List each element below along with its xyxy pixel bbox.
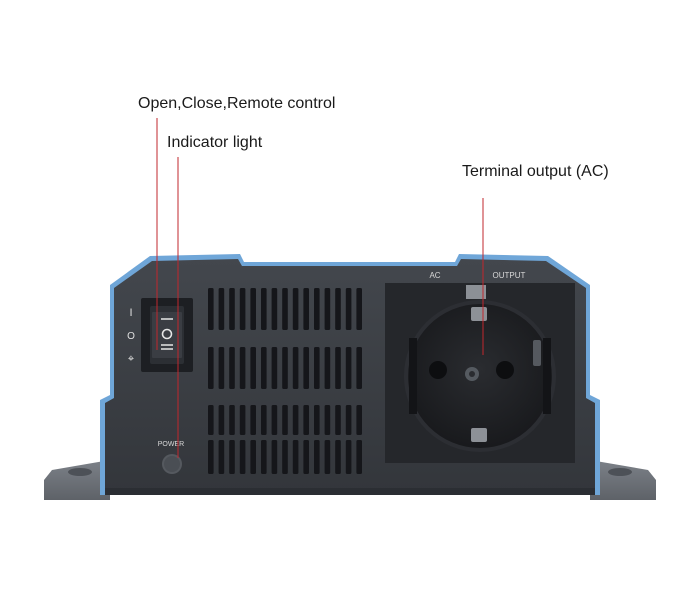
vent-slot bbox=[271, 405, 278, 435]
vent-slot bbox=[271, 440, 278, 474]
vent-slot bbox=[282, 288, 288, 330]
vent-slot bbox=[261, 288, 267, 330]
vent-slot bbox=[282, 440, 288, 474]
vent-slot bbox=[335, 440, 341, 474]
callout-indicator-label: Indicator light bbox=[167, 134, 263, 151]
vent-slot bbox=[261, 347, 267, 389]
ac-socket[interactable] bbox=[404, 300, 556, 452]
vent-slot bbox=[261, 405, 267, 435]
power-indicator-light bbox=[162, 454, 182, 474]
vent-slot bbox=[314, 347, 320, 389]
vent-slot bbox=[292, 347, 299, 389]
vent-slot bbox=[345, 405, 352, 435]
vent-slot bbox=[335, 405, 341, 435]
vent-slot bbox=[229, 347, 235, 389]
vent-slot bbox=[239, 440, 246, 474]
power-label: POWER bbox=[158, 441, 184, 448]
vent-slot bbox=[324, 440, 331, 474]
vent-slot bbox=[324, 288, 331, 330]
right-mounting-foot bbox=[590, 460, 656, 500]
vent-slot bbox=[239, 405, 246, 435]
switch-remote-symbol: ⌖ bbox=[128, 352, 134, 365]
vent-slot bbox=[229, 288, 235, 330]
vent-slot bbox=[250, 440, 256, 474]
vent-slot bbox=[303, 347, 309, 389]
vent-slot bbox=[208, 347, 214, 389]
output-label: OUTPUT bbox=[493, 271, 526, 280]
vent-slot bbox=[303, 405, 309, 435]
ventilation-grille bbox=[208, 288, 362, 474]
vent-slot bbox=[303, 288, 309, 330]
vent-slot bbox=[229, 405, 235, 435]
switch-on-symbol: I bbox=[129, 307, 132, 319]
vent-slot bbox=[292, 440, 299, 474]
rocker-switch[interactable] bbox=[141, 298, 193, 372]
vent-slot bbox=[303, 440, 309, 474]
vent-slot bbox=[324, 405, 331, 435]
vent-slot bbox=[271, 288, 278, 330]
callout-switch-label: Open,Close,Remote control bbox=[138, 95, 336, 112]
vent-slot bbox=[356, 440, 362, 474]
vent-slot bbox=[356, 288, 362, 330]
vent-slot bbox=[261, 440, 267, 474]
vent-slot bbox=[208, 440, 214, 474]
vent-slot bbox=[292, 288, 299, 330]
vent-slot bbox=[345, 347, 352, 389]
vent-slot bbox=[335, 288, 341, 330]
vent-slot bbox=[324, 347, 331, 389]
vent-slot bbox=[356, 405, 362, 435]
vent-slot bbox=[218, 288, 225, 330]
callout-output-label: Terminal output (AC) bbox=[462, 163, 609, 180]
vent-slot bbox=[282, 405, 288, 435]
vent-slot bbox=[239, 347, 246, 389]
vent-slot bbox=[218, 347, 225, 389]
vent-slot bbox=[282, 347, 288, 389]
vent-slot bbox=[271, 347, 278, 389]
vent-slot bbox=[314, 288, 320, 330]
vent-slot bbox=[335, 347, 341, 389]
vent-slot bbox=[208, 405, 214, 435]
vent-slot bbox=[218, 405, 225, 435]
switch-off-symbol: O bbox=[127, 331, 135, 342]
vent-slot bbox=[239, 288, 246, 330]
vent-slot bbox=[345, 440, 352, 474]
vent-slot bbox=[345, 288, 352, 330]
vent-slot bbox=[292, 405, 299, 435]
vent-slot bbox=[250, 405, 256, 435]
vent-slot bbox=[250, 288, 256, 330]
vent-slot bbox=[229, 440, 235, 474]
left-mounting-foot bbox=[44, 460, 110, 500]
vent-slot bbox=[356, 347, 362, 389]
vent-slot bbox=[208, 288, 214, 330]
ac-label: AC bbox=[429, 271, 440, 280]
vent-slot bbox=[218, 440, 225, 474]
vent-slot bbox=[314, 440, 320, 474]
vent-slot bbox=[314, 405, 320, 435]
vent-slot bbox=[250, 347, 256, 389]
